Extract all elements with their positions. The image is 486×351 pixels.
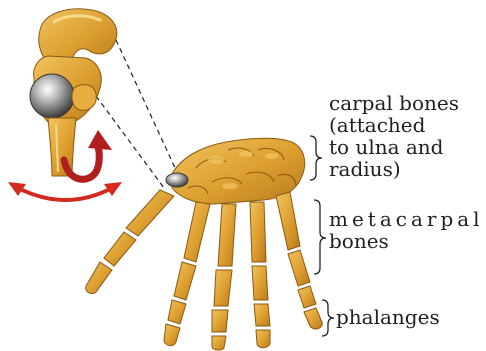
joint-flange xyxy=(72,85,96,111)
index-metacarpal xyxy=(184,202,210,262)
middle-phalanx-proximal xyxy=(214,270,232,306)
metacarpal-bones-label-line-2: bones xyxy=(329,230,484,252)
joint-ball xyxy=(30,74,74,118)
carpal-bones-label: carpal bones (attached to ulna and radiu… xyxy=(329,92,459,180)
thumb-metacarpal xyxy=(126,190,174,236)
little-phalanx-distal xyxy=(304,308,322,329)
index-phalanx-middle xyxy=(168,300,186,324)
phalanges-label: phalanges xyxy=(336,306,440,328)
carpal-bones-label-line-4: radius) xyxy=(329,158,459,180)
ring-metacarpal xyxy=(250,202,266,262)
little-phalanx-proximal xyxy=(288,250,310,286)
carpal-bones-label-line-1: carpal bones xyxy=(329,92,459,114)
index-phalanx-distal xyxy=(164,324,180,346)
ring-phalanx-distal xyxy=(256,330,270,348)
carpal-bones-label-line-2: (attached xyxy=(329,114,459,136)
brace-metacarpal xyxy=(314,200,326,274)
middle-metacarpal xyxy=(218,204,236,266)
zoom-guide-lines xyxy=(96,40,176,188)
lower-bone-shaft xyxy=(48,118,76,176)
carpal-bones-label-line-3: to ulna and xyxy=(329,136,459,158)
brace-phalanges xyxy=(322,300,334,336)
metacarpal-bones-label: metacarpal bones xyxy=(329,208,484,252)
middle-phalanx-distal xyxy=(212,336,226,350)
brace-carpal xyxy=(310,136,322,180)
zoom-guide-line-upper xyxy=(116,40,176,170)
index-phalanx-proximal xyxy=(174,262,196,300)
saddle-joint-detail xyxy=(30,9,117,176)
thumb-phalanx-distal xyxy=(86,262,112,294)
thumb-base-joint xyxy=(166,173,188,187)
ring-phalanx-middle xyxy=(254,304,270,326)
metacarpal-bones-label-line-1: metacarpal xyxy=(329,208,484,230)
curved-double-arrow-icon xyxy=(18,188,112,200)
hand-skeleton xyxy=(86,138,323,350)
ring-phalanx-proximal xyxy=(252,266,268,300)
up-arrow-head xyxy=(88,130,112,150)
middle-phalanx-middle xyxy=(212,310,228,332)
little-phalanx-middle xyxy=(298,286,316,308)
little-metacarpal xyxy=(276,192,300,250)
thumb-phalanx-proximal xyxy=(104,232,136,266)
